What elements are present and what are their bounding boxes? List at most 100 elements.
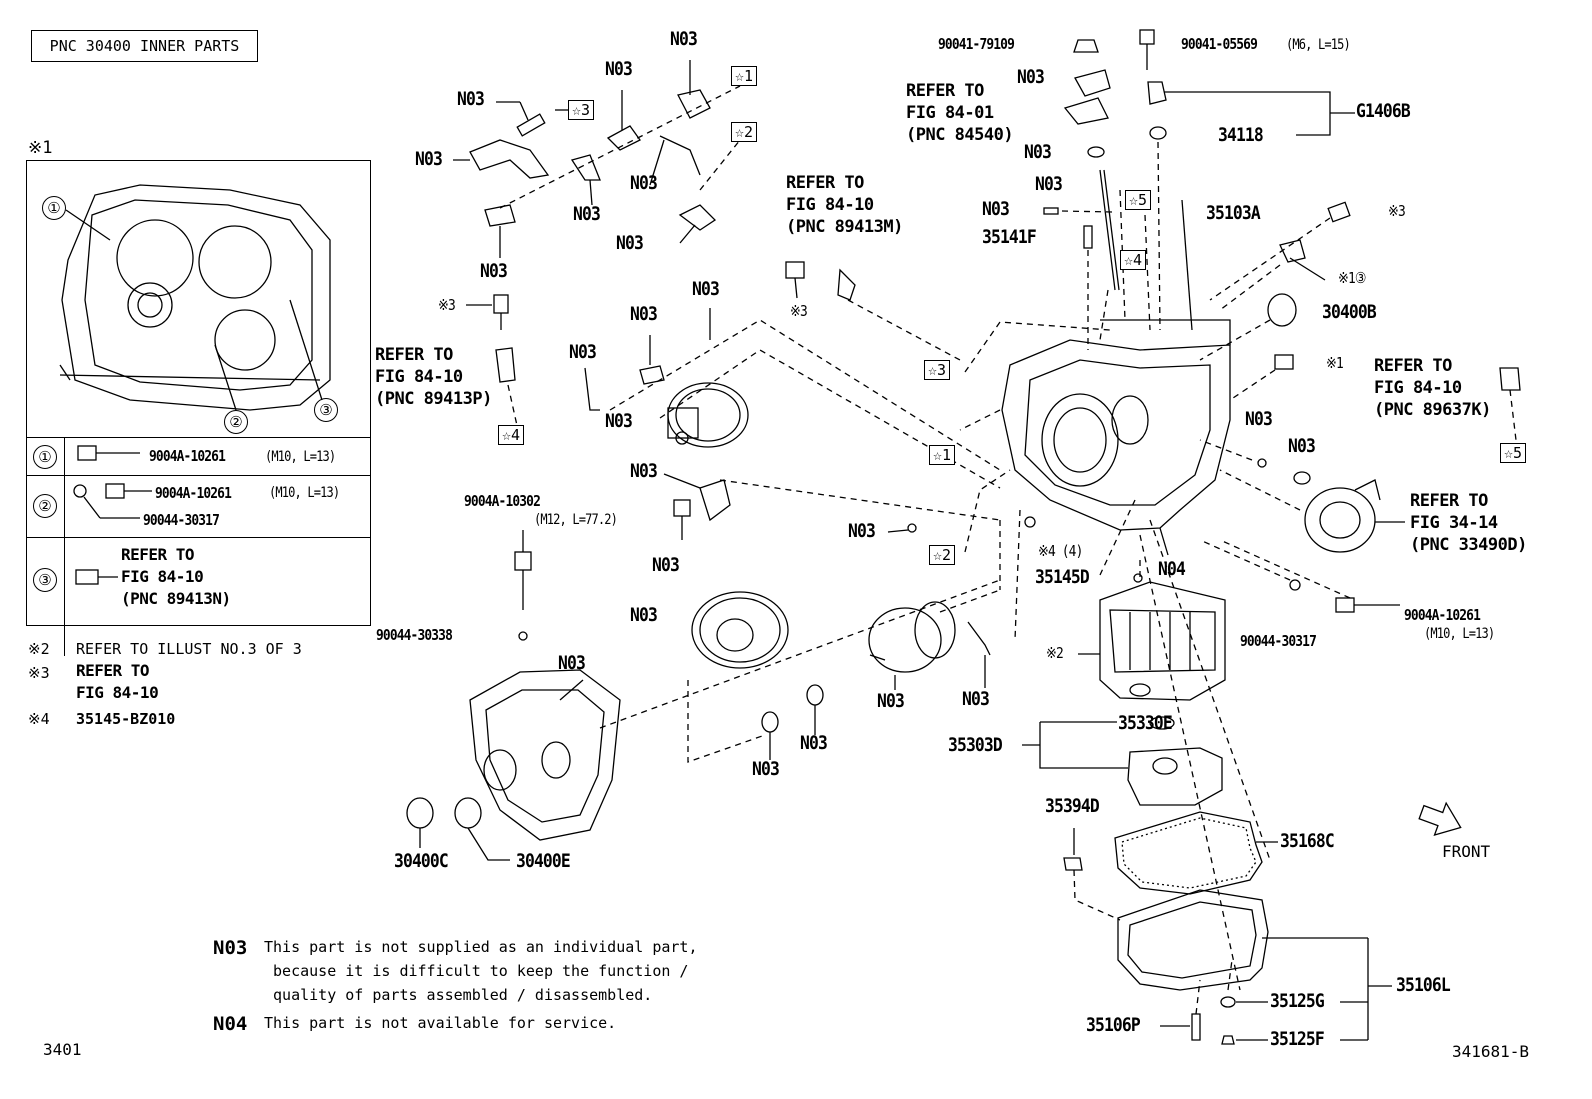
label-note4-count: ※4 (4) <box>1038 542 1083 560</box>
label-35141f: 35141F <box>982 226 1037 248</box>
label-n03: N03 <box>877 690 905 712</box>
label-9004a-10302: 9004A-10302 <box>464 492 541 510</box>
valve-body <box>1099 581 1226 701</box>
mark-note1: ※1 <box>1326 354 1344 372</box>
differential-gear-1 <box>667 382 749 448</box>
panel-ref-3: REFER TO FIG 84-10 (PNC 89413N) <box>121 545 231 608</box>
legend-text-n03: This part is not supplied as an individu… <box>264 938 698 1004</box>
oil-pump-cover <box>1304 479 1381 553</box>
label-n03: N03 <box>605 58 633 80</box>
mark-note1-3: ※1③ <box>1338 269 1366 287</box>
star-tag-2: ☆2 <box>731 122 758 142</box>
callout-1: ① <box>33 445 57 469</box>
label-30400b: 30400B <box>1322 301 1377 323</box>
oil-pan <box>1117 889 1269 991</box>
drive-gear <box>868 601 956 673</box>
label-n03: N03 <box>1035 173 1063 195</box>
label-9004a-10261: 9004A-10261 <box>1404 606 1481 624</box>
legend-code-n04: N04 <box>213 1013 248 1035</box>
star-tag-3b: ☆3 <box>924 360 951 380</box>
panel-part-2b: 90044-30317 <box>143 511 220 529</box>
panel-part-1: 9004A-10261 <box>149 447 226 465</box>
label-35106l: 35106L <box>1396 974 1451 996</box>
panel-row-3: ③ REFER TO FIG 84-10 (PNC 89413N) <box>27 537 370 656</box>
panel-part-2: 9004A-10261 <box>155 484 232 502</box>
label-n03: N03 <box>630 460 658 482</box>
panel-spec-2: (M10, L=13) <box>269 485 340 501</box>
label-g1406b: G1406B <box>1356 100 1411 122</box>
mark-note3: ※3 <box>438 296 456 314</box>
label-n03: N03 <box>848 520 876 542</box>
panel-row-1: ① 9004A-10261 (M10, L=13) <box>27 437 370 483</box>
star-tag-2b: ☆2 <box>929 545 956 565</box>
label-35125g: 35125G <box>1270 990 1325 1012</box>
note-text-4: 35145-BZ010 <box>76 710 176 728</box>
note-mark-2: ※2 <box>28 640 50 658</box>
label-n03: N03 <box>752 758 780 780</box>
label-35125f: 35125F <box>1270 1028 1325 1050</box>
label-90041-79109: 90041-79109 <box>938 35 1015 53</box>
star-tag-1: ☆1 <box>731 66 758 86</box>
illus-callout-2: ② <box>224 410 248 434</box>
label-n03: N03 <box>1245 408 1273 430</box>
transaxle-housing <box>469 669 621 841</box>
label-35145d: 35145D <box>1035 566 1090 588</box>
label-35394d: 35394D <box>1045 795 1100 817</box>
label-35106p: 35106P <box>1086 1014 1141 1036</box>
label-n03: N03 <box>569 341 597 363</box>
star-tag-3: ☆3 <box>568 100 595 120</box>
label-35168c: 35168C <box>1280 830 1335 852</box>
note-text-3: REFER TO FIG 84-10 <box>76 661 159 702</box>
illustration-code: 341681-B <box>1452 1042 1530 1061</box>
label-n03: N03 <box>605 410 633 432</box>
transaxle-case <box>1001 319 1231 531</box>
oil-pan-gasket <box>1114 811 1263 895</box>
label-n03: N03 <box>457 88 485 110</box>
label-n03: N03 <box>652 554 680 576</box>
ref-pnc-33490d: REFER TO FIG 34-14 (PNC 33490D) <box>1410 491 1527 555</box>
reference-panel: ① 9004A-10261 (M10, L=13) ② 9004A-10261 … <box>26 160 371 656</box>
star-tag-4b: ☆4 <box>1120 250 1147 270</box>
label-35330e: 35330E <box>1118 712 1173 734</box>
label-34118: 34118 <box>1218 124 1264 146</box>
panel-spec-1: (M10, L=13) <box>265 449 336 465</box>
panel-sensor-3 <box>75 569 118 585</box>
label-90044-30317: 90044-30317 <box>1240 632 1317 650</box>
label-n03: N03 <box>630 303 658 325</box>
label-90044-30338: 90044-30338 <box>376 626 453 644</box>
counter-gear <box>691 591 789 669</box>
label-n03: N03 <box>982 198 1010 220</box>
mark-note3: ※3 <box>790 302 808 320</box>
callout-2: ② <box>33 494 57 518</box>
label-n03: N03 <box>630 172 658 194</box>
ref-pnc-84540: REFER TO FIG 84-01 (PNC 84540) <box>906 81 1014 145</box>
callout-3: ③ <box>33 568 57 592</box>
label-9004a-10302-spec: (M12, L=77.2) <box>534 512 618 528</box>
front-label: FRONT <box>1442 842 1491 861</box>
illus-callout-3: ③ <box>314 398 338 422</box>
figure-code: 3401 <box>43 1040 82 1059</box>
panel-marker: ※1 <box>28 138 53 158</box>
note-mark-4: ※4 <box>28 710 50 728</box>
star-tag-5b: ☆5 <box>1125 190 1152 210</box>
label-n03: N03 <box>415 148 443 170</box>
label-35103a: 35103A <box>1206 202 1261 224</box>
note-text-2: REFER TO ILLUST NO.3 OF 3 <box>76 640 302 658</box>
label-n03: N03 <box>670 28 698 50</box>
label-n03: N03 <box>573 203 601 225</box>
label-n03: N03 <box>692 278 720 300</box>
label-30400c: 30400C <box>394 850 449 872</box>
label-n04: N04 <box>1158 558 1186 580</box>
figure-title: PNC 30400 INNER PARTS <box>31 30 258 62</box>
label-9004a-10261-spec: (M10, L=13) <box>1424 626 1495 642</box>
mark-note3: ※3 <box>1388 202 1406 220</box>
label-n03: N03 <box>1024 141 1052 163</box>
ref-pnc-89413p: REFER TO FIG 84-10 (PNC 89413P) <box>375 345 492 409</box>
panel-bolt-1 <box>77 445 140 461</box>
star-tag-4: ☆4 <box>498 425 525 445</box>
label-n03: N03 <box>616 232 644 254</box>
label-n03: N03 <box>962 688 990 710</box>
star-tag-1b: ☆1 <box>929 445 956 465</box>
panel-row-2: ② 9004A-10261 (M10, L=13) 90044-30317 <box>27 475 370 556</box>
